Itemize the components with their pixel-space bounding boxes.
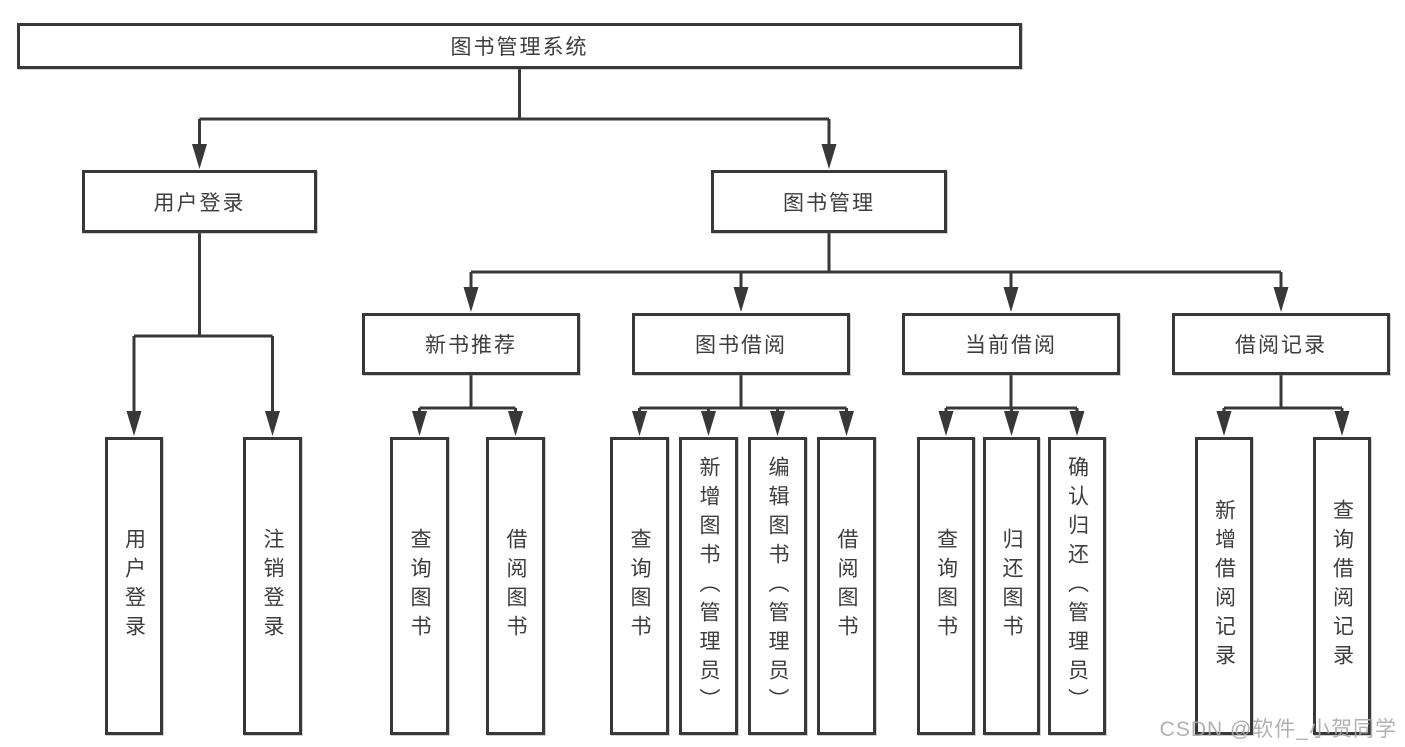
arrow-down-icon bbox=[1004, 411, 1019, 436]
leaf-add-book-admin: 新增图书（管理员） bbox=[679, 437, 738, 735]
arrow-down-icon bbox=[701, 411, 716, 436]
arrow-down-icon bbox=[1003, 287, 1019, 312]
arrow-down-icon bbox=[192, 144, 207, 169]
arrow-down-icon bbox=[770, 411, 785, 436]
leaf-query-books-borrowing: 查询图书 bbox=[610, 437, 669, 735]
node-library-system: 图书管理系统 bbox=[17, 23, 1022, 69]
node-borrow-records: 借阅记录 bbox=[1172, 313, 1390, 375]
arrow-down-icon bbox=[938, 411, 954, 436]
leaf-user-login: 用户登录 bbox=[105, 437, 163, 735]
leaf-query-books-current: 查询图书 bbox=[917, 437, 975, 735]
node-book-borrowing: 图书借阅 bbox=[632, 313, 850, 375]
leaf-borrow-books-recommend: 借阅图书 bbox=[486, 437, 545, 735]
leaf-logout: 注销登录 bbox=[243, 437, 302, 735]
arrow-down-icon bbox=[508, 411, 523, 436]
arrow-down-icon bbox=[1216, 411, 1232, 436]
arrow-down-icon bbox=[1334, 411, 1350, 436]
node-book-management: 图书管理 bbox=[711, 170, 947, 233]
csdn-watermark: CSDN @软件_小贺同学 bbox=[1159, 718, 1397, 741]
leaf-query-books-recommend: 查询图书 bbox=[390, 437, 449, 735]
arrow-down-icon bbox=[733, 287, 749, 312]
leaf-edit-book-admin: 编辑图书（管理员） bbox=[748, 437, 807, 735]
leaf-add-borrow-record: 新增借阅记录 bbox=[1195, 437, 1253, 735]
node-new-book-recommend: 新书推荐 bbox=[362, 313, 580, 375]
arrow-down-icon bbox=[632, 411, 647, 436]
arrow-down-icon bbox=[126, 411, 142, 436]
arrow-down-icon bbox=[463, 287, 479, 312]
leaf-borrow-books-borrowing: 借阅图书 bbox=[817, 437, 876, 735]
arrow-down-icon bbox=[839, 411, 854, 436]
leaf-confirm-return-admin: 确认归还（管理员） bbox=[1048, 437, 1106, 735]
leaf-return-book: 归还图书 bbox=[983, 437, 1040, 735]
arrow-down-icon bbox=[821, 144, 837, 169]
leaf-query-borrow-record: 查询借阅记录 bbox=[1313, 437, 1371, 735]
arrow-down-icon bbox=[1273, 287, 1289, 312]
node-current-borrowing: 当前借阅 bbox=[902, 313, 1120, 375]
node-user-login: 用户登录 bbox=[82, 170, 317, 233]
arrowhead-icons bbox=[126, 144, 1350, 436]
arrow-down-icon bbox=[1069, 411, 1085, 436]
arrow-down-icon bbox=[265, 411, 280, 436]
arrow-down-icon bbox=[412, 411, 427, 436]
